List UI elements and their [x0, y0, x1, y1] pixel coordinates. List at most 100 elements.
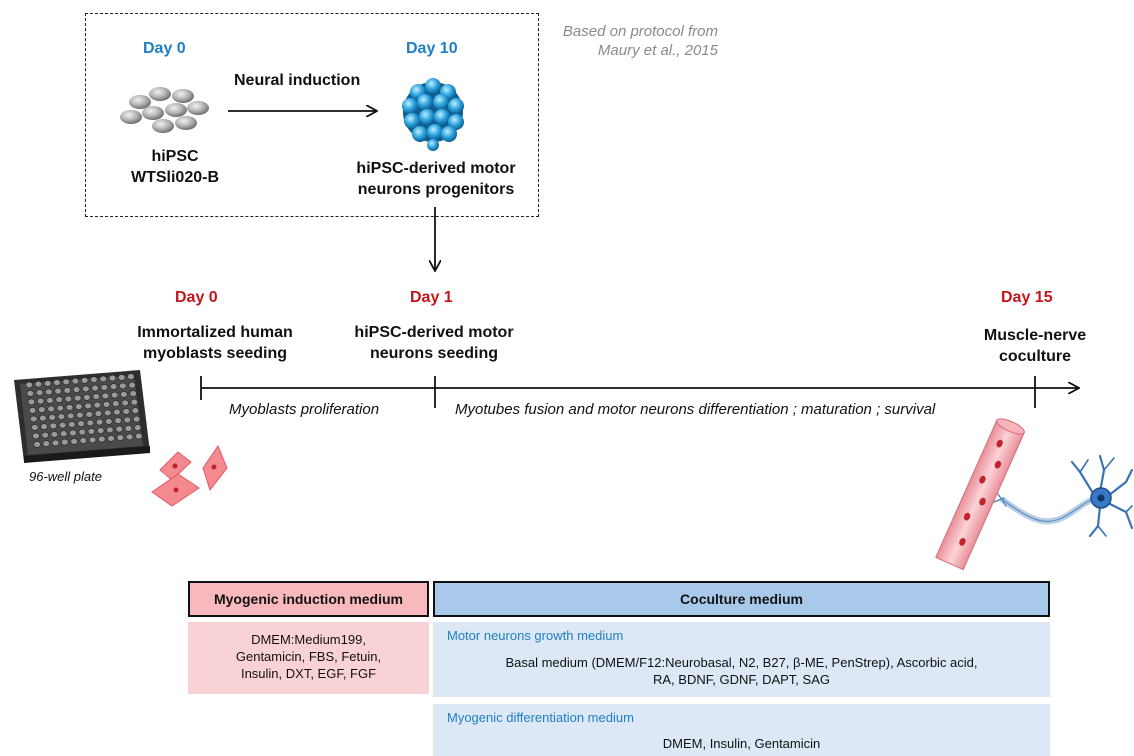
plate-well: [79, 437, 88, 444]
plate-well: [53, 379, 61, 386]
plate-well: [47, 405, 55, 413]
plate-well: [49, 422, 57, 430]
protocol-source-line1: Based on protocol from: [562, 23, 718, 40]
plate-well: [119, 382, 127, 390]
plate-well: [135, 432, 143, 440]
plate-well: [125, 433, 134, 441]
hipsc-label-line2: WTSli020-B: [130, 169, 219, 186]
plate-well: [70, 438, 78, 445]
plate-well: [64, 395, 73, 403]
motor-neuron-icon: [993, 454, 1134, 538]
plate-well: [93, 401, 102, 409]
myogenic-induction-line3: Insulin, DXT, EGF, FGF: [240, 666, 377, 681]
plate-well: [42, 440, 50, 447]
plate-well: [128, 381, 136, 389]
plate-well: [27, 398, 36, 406]
plate-well: [72, 386, 81, 393]
plate-well: [120, 391, 128, 398]
plate-well: [78, 428, 86, 436]
plate-well: [71, 377, 80, 385]
plate-well: [38, 406, 46, 413]
coculture-medium-header: Coculture medium: [433, 581, 1050, 617]
plate-well: [61, 438, 69, 446]
well-plate-icon: [14, 370, 150, 463]
plate-well: [116, 434, 125, 441]
plate-well: [130, 398, 139, 406]
plate-well: [122, 408, 130, 415]
neuron-seeding-line2: neurons seeding: [369, 345, 499, 362]
plate-well: [55, 396, 63, 403]
neuron-seeding-line1: hiPSC-derived motor: [354, 324, 514, 341]
myogenic-induction-line1: DMEM:Medium199,: [251, 632, 366, 647]
plate-well: [75, 403, 83, 410]
myogenic-differentiation-line1: DMEM, Insulin, Gentamicin: [662, 736, 821, 751]
plate-well: [95, 418, 104, 426]
plate-label: 96-well plate: [29, 469, 102, 484]
plate-well: [101, 392, 110, 400]
plate-well: [110, 391, 119, 399]
motor-neuron-growth-line1: Basal medium (DMEM/F12:Neurobasal, N2, B…: [505, 655, 978, 670]
plate-well: [103, 409, 112, 417]
plate-well: [129, 390, 137, 397]
plate-well: [88, 436, 97, 444]
myogenic-induction-medium-panel: DMEM:Medium199, Gentamicin, FBS, Fetuin,…: [188, 622, 429, 694]
plate-well: [134, 424, 142, 431]
plate-well: [25, 381, 33, 389]
plate-well: [108, 374, 117, 382]
muscle-fiber-icon: [935, 418, 1025, 571]
plate-well: [92, 393, 100, 400]
plate-well: [30, 415, 38, 423]
plate-well: [46, 397, 54, 404]
myoblast-seeding-label: Immortalized human myoblasts seeding: [125, 322, 305, 364]
myoblast-seeding-line1: Immortalized human: [137, 324, 293, 341]
plate-well: [34, 380, 43, 388]
plate-well: [94, 410, 103, 417]
myogenic-differentiation-body: DMEM, Insulin, Gentamicin: [433, 735, 1050, 752]
plate-well: [35, 389, 44, 396]
plate-well: [121, 399, 129, 407]
plate-well: [80, 377, 89, 384]
plate-well: [82, 385, 90, 393]
plate-well: [127, 373, 135, 380]
plate-well: [50, 431, 59, 438]
progenitor-label-line1: hiPSC-derived motor: [356, 160, 516, 177]
plate-well: [62, 378, 70, 386]
plate-well: [36, 397, 45, 405]
myogenic-differentiation-title: Myogenic differentiation medium: [447, 710, 634, 725]
plate-well: [85, 411, 93, 418]
plate-well: [131, 407, 140, 414]
timeline-day1-label: Day 1: [410, 289, 453, 306]
plate-well: [124, 425, 133, 432]
plate-well: [114, 417, 122, 424]
protocol-source-note: Based on protocol from Maury et al., 201…: [548, 22, 718, 60]
plate-well: [77, 420, 85, 427]
myogenic-induction-line2: Gentamicin, FBS, Fetuin,: [235, 649, 382, 664]
myogenic-differentiation-panel: Myogenic differentiation medium DMEM, In…: [433, 704, 1050, 756]
plate-well: [41, 431, 49, 439]
neuron-seeding-label: hiPSC-derived motor neurons seeding: [336, 322, 532, 364]
plate-well: [33, 441, 41, 448]
motor-neuron-growth-line2: RA, BDNF, GDNF, DAPT, SAG: [653, 672, 830, 687]
plate-well: [112, 400, 120, 407]
plate-well: [48, 414, 56, 421]
progenitor-sphere-icon: [402, 78, 464, 151]
plate-well: [91, 384, 99, 392]
motor-neuron-growth-panel: Motor neurons growth medium Basal medium…: [433, 622, 1050, 697]
motor-neuron-growth-title: Motor neurons growth medium: [447, 628, 624, 643]
induction-day10-label: Day 10: [406, 40, 458, 57]
plate-well: [107, 435, 115, 442]
plate-well: [26, 390, 34, 397]
phase-fusion-differentiation: Myotubes fusion and motor neurons differ…: [455, 401, 936, 418]
plate-well: [40, 423, 48, 430]
plate-well: [69, 429, 77, 437]
plate-well: [132, 415, 141, 423]
plate-well: [56, 404, 64, 412]
plate-well: [99, 375, 107, 383]
plate-well: [113, 408, 121, 416]
plate-well: [32, 432, 40, 440]
plate-well: [115, 425, 123, 433]
neural-induction-label: Neural induction: [234, 72, 361, 89]
plate-well: [83, 394, 91, 401]
motor-neuron-growth-body: Basal medium (DMEM/F12:Neurobasal, N2, B…: [433, 654, 1050, 688]
